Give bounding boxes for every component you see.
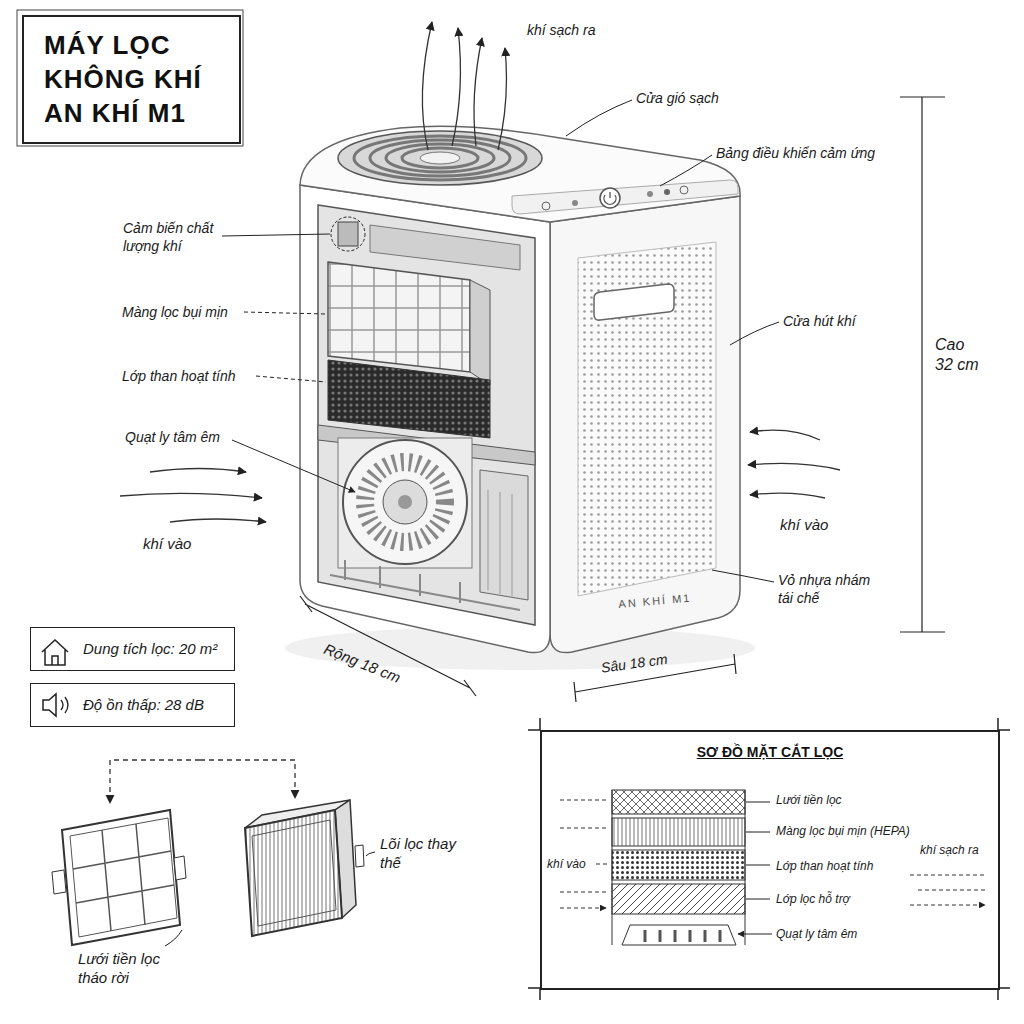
- layer-label: Lớp than hoạt tính: [776, 859, 873, 874]
- part-label: Lõi lọc thay thế: [380, 835, 458, 873]
- airflow-label: khí vào: [143, 535, 191, 554]
- airflow-label: khí vào: [780, 516, 828, 535]
- airflow-label: khí sạch ra: [527, 22, 595, 40]
- part-label: Vỏ nhựa nhám tái chế: [778, 572, 883, 607]
- title-heading: MÁY LỌC KHÔNG KHÍ AN KHÍ M1: [22, 15, 241, 144]
- spec-box: Độ ồn thấp: 28 dB: [30, 683, 235, 727]
- spec-box: Dung tích lọc: 20 m²: [30, 627, 235, 671]
- layer-label: Quạt ly tâm êm: [776, 927, 857, 942]
- section-frame: SƠ ĐỒ MẶT CẮT LỌC: [540, 730, 1000, 990]
- spec-text: Dung tích lọc: 20 m²: [83, 628, 217, 669]
- layer-label: Lưới tiền lọc: [776, 793, 842, 808]
- airflow-label: khí vào: [547, 857, 586, 872]
- spec-text: Độ ồn thấp: 28 dB: [83, 684, 204, 725]
- part-label: Quạt ly tâm êm: [125, 429, 220, 447]
- part-label: Cảm biến chất lượng khí: [123, 220, 233, 255]
- airflow-label: khí sạch ra: [920, 843, 979, 858]
- section-heading: SƠ ĐỒ MẶT CẮT LỌC: [542, 744, 998, 760]
- dimension-label: Cao 32 cm: [935, 335, 985, 375]
- part-label: Lưới tiền lọc tháo rời: [78, 950, 183, 988]
- part-label: Cửa hút khí: [783, 313, 856, 331]
- part-label: Cửa gió sạch: [636, 90, 719, 108]
- layer-label: Lớp lọc hỗ trợ: [776, 892, 850, 907]
- part-label: Lớp than hoạt tính: [122, 368, 236, 386]
- layer-label: Màng lọc bụi mịn (HEPA): [776, 824, 910, 839]
- part-label: Bảng điều khiển cảm ứng: [716, 145, 875, 163]
- part-label: Màng lọc bụi mịn: [122, 304, 228, 322]
